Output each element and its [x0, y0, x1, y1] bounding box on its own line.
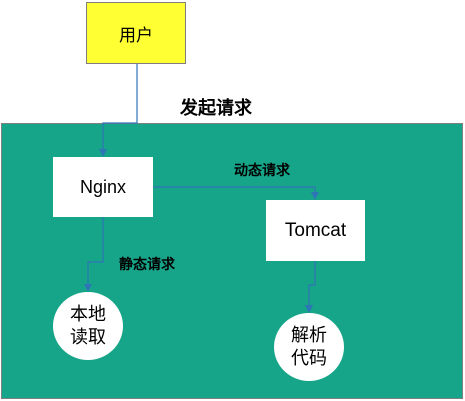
dynamic-request-label: 动态请求	[234, 163, 290, 179]
local-read-node: 本地读取	[53, 292, 123, 360]
local-read-label: 本地读取	[70, 304, 106, 348]
parse-code-label: 解析代码	[291, 325, 327, 369]
static-request-label: 静态请求	[119, 257, 175, 273]
tomcat-node: Tomcat	[266, 200, 365, 261]
initiate-request-label: 发起请求	[180, 98, 252, 119]
nginx-node-label: Nginx	[79, 176, 127, 197]
nginx-node: Nginx	[53, 157, 153, 217]
parse-code-node: 解析代码	[274, 313, 344, 381]
user-node-label: 用户	[119, 25, 153, 46]
user-node: 用户	[86, 2, 186, 64]
tomcat-node-label: Tomcat	[284, 219, 347, 241]
